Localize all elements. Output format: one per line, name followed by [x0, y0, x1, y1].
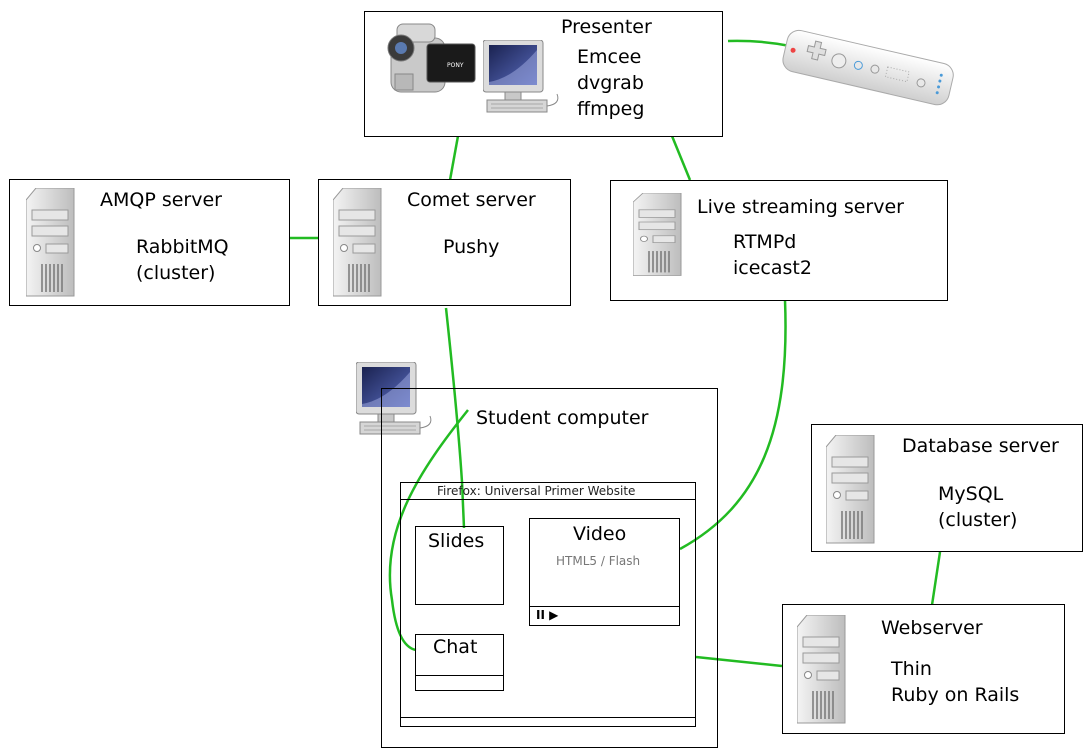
student-computer-box: Student computer Firefox: Universal Prim… [381, 388, 718, 748]
server-tower-icon [797, 615, 846, 724]
link-webserver-browser [695, 655, 783, 668]
presenter-software-3: ffmpeg [577, 98, 645, 120]
streaming-title: Live streaming server [697, 196, 904, 218]
link-presenter-comet [448, 135, 460, 181]
amqp-title: AMQP server [100, 189, 222, 211]
video-panel: Video HTML5 / Flash II ▶ [529, 518, 680, 626]
chat-label: Chat [433, 636, 478, 658]
presenter-software-1: Emcee [577, 46, 642, 68]
comet-software-1: Pushy [443, 236, 500, 258]
browser-title: Firefox: Universal Primer Website [437, 484, 636, 498]
browser-statusbar [401, 717, 695, 726]
play-pause-controls[interactable]: II ▶ [536, 608, 559, 622]
webserver-box: Webserver Thin Ruby on Rails [782, 604, 1065, 734]
database-software-2: (cluster) [938, 509, 1018, 531]
video-label: Video [573, 523, 627, 545]
link-comet-slides [444, 307, 466, 529]
student-title: Student computer [476, 407, 649, 429]
link-streaming-video [679, 299, 787, 551]
chat-panel: Chat [415, 634, 504, 691]
streaming-software-1: RTMPd [733, 231, 797, 253]
amqp-software-1: RabbitMQ [136, 236, 229, 258]
webserver-software-1: Thin [891, 658, 932, 680]
database-software-1: MySQL [938, 483, 1004, 505]
amqp-software-2: (cluster) [136, 262, 216, 284]
server-tower-icon [26, 188, 75, 297]
link-comet-chat [388, 409, 469, 652]
browser-window: Firefox: Universal Primer Website Slides… [400, 482, 696, 727]
camcorder-icon: PONY [387, 23, 476, 93]
link-database-webserver [930, 551, 942, 606]
slides-panel: Slides [415, 526, 504, 605]
browser-titlebar [401, 483, 695, 500]
server-tower-icon [826, 435, 875, 544]
database-title: Database server [902, 435, 1059, 457]
streaming-server-box: Live streaming server RTMPd icecast2 [610, 180, 948, 301]
video-controls[interactable]: II ▶ [530, 606, 679, 625]
link-presenter-wiiremote [727, 39, 791, 48]
chat-input[interactable] [416, 675, 503, 690]
video-subtitle: HTML5 / Flash [556, 554, 641, 568]
presenter-box: PONY Presenter Emcee dvgrab ffmpeg [364, 11, 723, 137]
amqp-server-box: AMQP server RabbitMQ (cluster) [9, 179, 290, 306]
link-presenter-streaming [670, 135, 692, 181]
wii-remote-icon [782, 29, 954, 106]
server-tower-icon [333, 188, 382, 297]
slides-label: Slides [428, 530, 485, 552]
presenter-monitor-icon [483, 40, 559, 113]
webserver-title: Webserver [881, 617, 983, 639]
streaming-software-2: icecast2 [733, 257, 812, 279]
comet-title: Comet server [407, 189, 536, 211]
comet-server-box: Comet server Pushy [318, 179, 571, 306]
camcorder-brand-label: PONY [447, 62, 464, 69]
webserver-software-2: Ruby on Rails [891, 684, 1020, 706]
database-server-box: Database server MySQL (cluster) [811, 424, 1083, 552]
server-tower-icon [633, 193, 682, 277]
presenter-software-2: dvgrab [577, 72, 644, 94]
presenter-title: Presenter [561, 16, 652, 38]
